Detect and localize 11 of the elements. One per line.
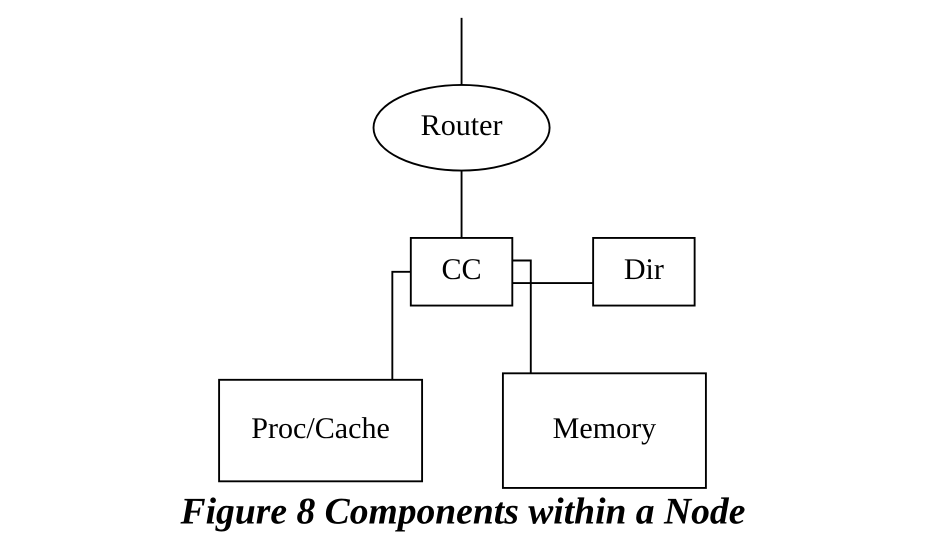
connector: [460, 170, 462, 238]
connector: [512, 282, 593, 284]
node-ellipse: Router: [372, 84, 551, 172]
node-box: Proc/Cache: [218, 378, 424, 482]
connector: [391, 270, 410, 380]
node-box: Dir: [592, 237, 696, 307]
node-box: Memory: [502, 372, 707, 489]
connector: [460, 18, 462, 86]
caption: Figure 8 Components within a Node: [180, 492, 746, 533]
connector: [512, 260, 532, 374]
node-box: CC: [410, 237, 514, 307]
